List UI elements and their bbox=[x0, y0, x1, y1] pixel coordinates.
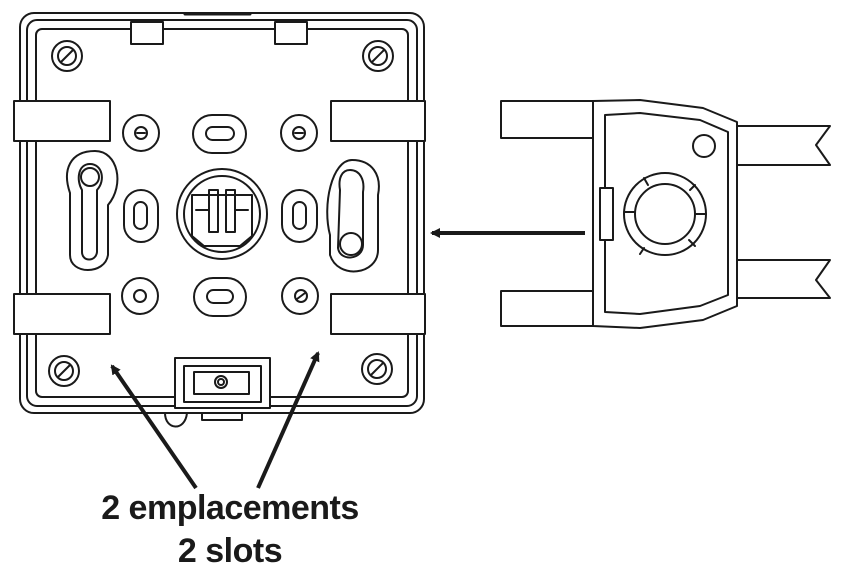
slot-right bbox=[330, 100, 426, 335]
slot-arrow-right bbox=[256, 351, 320, 489]
oval-bottom-center bbox=[193, 277, 247, 317]
bottom-latch bbox=[164, 357, 271, 428]
connector-module bbox=[500, 99, 831, 329]
hole-top-right bbox=[280, 114, 318, 152]
mounting-plate bbox=[13, 12, 426, 428]
central-socket bbox=[176, 168, 268, 260]
oval-top-center bbox=[192, 114, 247, 154]
hole-bottom-right bbox=[281, 277, 319, 315]
corner-screw-top-right bbox=[362, 40, 394, 72]
keyhole-right bbox=[326, 159, 380, 273]
corner-screw-bottom-left bbox=[48, 355, 80, 387]
keyhole-left bbox=[66, 150, 119, 271]
hole-top-left bbox=[122, 114, 160, 152]
hole-bottom-left bbox=[121, 277, 159, 315]
corner-screw-top-left bbox=[51, 40, 83, 72]
slot-arrow-left bbox=[110, 364, 198, 490]
caption-english: 2 slots bbox=[177, 532, 283, 570]
oval-mid-right bbox=[281, 189, 318, 243]
oval-mid-left bbox=[123, 189, 159, 243]
slot-left bbox=[13, 100, 111, 335]
caption-french: 2 emplacements bbox=[101, 489, 359, 527]
corner-screw-bottom-right bbox=[361, 353, 393, 385]
